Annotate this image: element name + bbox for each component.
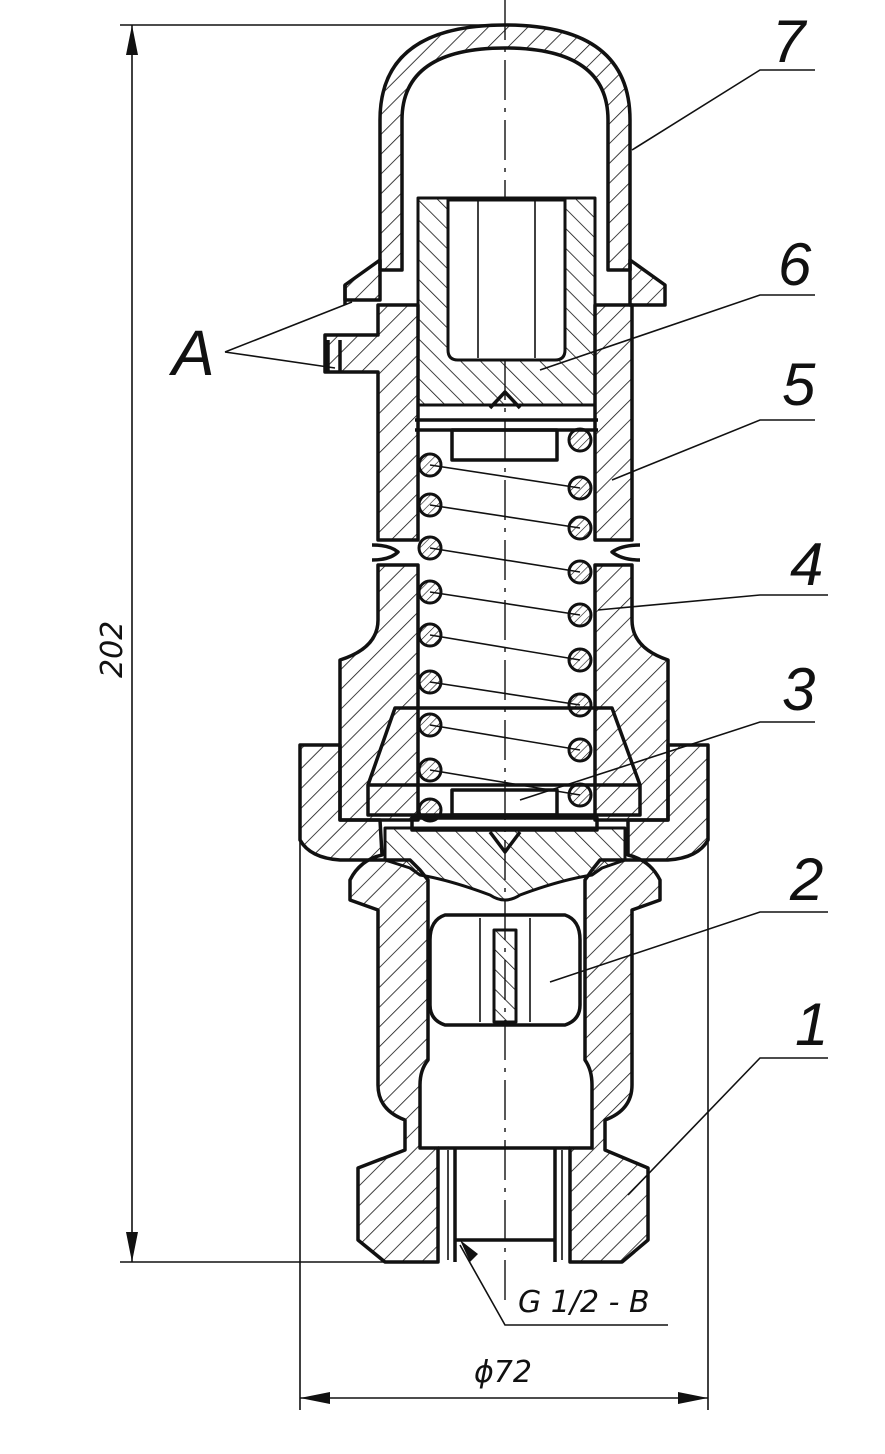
- body-part-4: [338, 563, 670, 822]
- spring: [415, 418, 598, 823]
- inlet-bore: [438, 1146, 570, 1262]
- valve-disc-part-2: [428, 913, 582, 1027]
- thread-callout-text: G 1/2 - B: [518, 1285, 650, 1320]
- height-dimension: [120, 24, 505, 1263]
- label-marker-a: A: [168, 317, 215, 389]
- label-part-7: 7: [772, 8, 808, 75]
- thread-leader: [459, 1240, 668, 1326]
- label-part-5: 5: [782, 351, 816, 418]
- bonnet-part-5: [323, 285, 641, 562]
- label-part-6: 6: [778, 231, 812, 298]
- label-part-2: 2: [789, 846, 823, 913]
- diameter-dimension-text: ϕ72: [474, 1355, 532, 1390]
- diameter-dimension: [299, 745, 709, 1410]
- cap-part-7: [343, 23, 667, 307]
- leader-lines: [224, 69, 828, 1196]
- label-part-1: 1: [795, 991, 828, 1058]
- housing-part-1: [298, 743, 710, 1264]
- adjusting-screw-part-6: [416, 196, 597, 410]
- label-part-3: 3: [782, 656, 815, 723]
- height-dimension-text: 202: [95, 621, 130, 678]
- label-part-4: 4: [790, 531, 823, 598]
